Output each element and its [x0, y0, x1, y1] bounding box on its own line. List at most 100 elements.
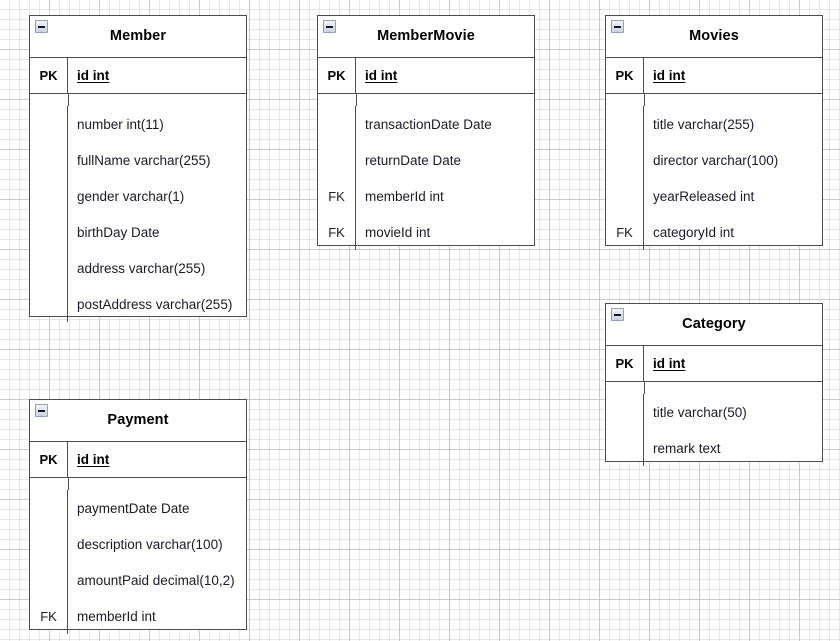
field-key-label	[30, 286, 68, 322]
primary-key-field-member: id int	[68, 58, 246, 93]
field-key-label	[606, 178, 644, 214]
entity-title-bar-membermovie: MemberMovie	[318, 16, 534, 58]
field-name-label: title varchar(50)	[653, 404, 747, 420]
minus-collapse-icon[interactable]	[35, 404, 48, 417]
primary-key-field-text: id int	[365, 68, 398, 83]
field-name-label: returnDate Date	[365, 152, 462, 168]
primary-key-field-text: id int	[653, 356, 686, 371]
field-name-label: transactionDate Date	[365, 116, 492, 132]
field-key-label	[30, 526, 68, 562]
primary-key-field-movies: id int	[644, 58, 822, 93]
minus-collapse-icon[interactable]	[35, 20, 48, 33]
field-row[interactable]: gender varchar(1)	[30, 178, 246, 214]
primary-key-row-category[interactable]: PK id int	[606, 346, 822, 382]
field-row[interactable]: paymentDate Date	[30, 490, 246, 526]
minus-collapse-icon[interactable]	[323, 20, 336, 33]
minus-glyph	[326, 25, 333, 28]
field-row[interactable]: postAddress varchar(255)	[30, 286, 246, 322]
field-key-label	[318, 106, 356, 142]
primary-key-label-category: PK	[606, 346, 644, 381]
field-row[interactable]: birthDay Date	[30, 214, 246, 250]
field-row[interactable]: FK categoryId int	[606, 214, 822, 250]
field-name-label: memberId int	[365, 188, 444, 204]
field-name-label: categoryId int	[653, 224, 735, 240]
field-key-label	[30, 490, 68, 526]
primary-key-row-member[interactable]: PK id int	[30, 58, 246, 94]
field-row[interactable]: FK movieId int	[318, 214, 534, 250]
entity-name-category: Category	[682, 316, 746, 333]
field-key-label	[606, 106, 644, 142]
field-name-label: number int(11)	[77, 116, 164, 132]
field-row[interactable]: returnDate Date	[318, 142, 534, 178]
field-key-label: FK	[318, 178, 356, 214]
field-row[interactable]: amountPaid decimal(10,2)	[30, 562, 246, 598]
field-list-spacer-key	[606, 382, 645, 394]
field-list-spacer-key	[606, 94, 645, 106]
primary-key-label-membermovie: PK	[318, 58, 356, 93]
field-row[interactable]: remark text	[606, 430, 822, 466]
field-row[interactable]: transactionDate Date	[318, 106, 534, 142]
primary-key-field-payment: id int	[68, 442, 246, 477]
field-key-label	[30, 106, 68, 142]
field-key-label: FK	[318, 214, 356, 250]
field-row[interactable]: number int(11)	[30, 106, 246, 142]
field-key-label: FK	[606, 214, 644, 250]
entity-title-bar-category: Category	[606, 304, 822, 346]
primary-key-label-movies: PK	[606, 58, 644, 93]
primary-key-field-category: id int	[644, 346, 822, 381]
field-key-label	[30, 562, 68, 598]
field-list-spacer-key	[318, 94, 357, 106]
primary-key-field-text: id int	[77, 452, 110, 467]
field-row[interactable]: description varchar(100)	[30, 526, 246, 562]
field-list-spacer-name	[645, 94, 822, 106]
field-name-label: title varchar(255)	[653, 116, 755, 132]
field-name-label: description varchar(100)	[77, 536, 223, 552]
field-list-spacer	[606, 94, 822, 106]
field-row[interactable]: title varchar(50)	[606, 394, 822, 430]
field-row[interactable]: address varchar(255)	[30, 250, 246, 286]
entity-title-bar-movies: Movies	[606, 16, 822, 58]
field-row[interactable]: FK memberId int	[318, 178, 534, 214]
primary-key-row-movies[interactable]: PK id int	[606, 58, 822, 94]
field-list-spacer-name	[645, 382, 822, 394]
primary-key-field-membermovie: id int	[356, 58, 534, 93]
field-key-label	[606, 394, 644, 430]
entity-name-payment: Payment	[107, 412, 169, 429]
minus-glyph	[38, 25, 45, 28]
field-list-spacer	[318, 94, 534, 106]
field-key-label	[606, 142, 644, 178]
field-key-label	[30, 178, 68, 214]
minus-collapse-icon[interactable]	[611, 20, 624, 33]
field-name-label: remark text	[653, 440, 721, 456]
field-row[interactable]: fullName varchar(255)	[30, 142, 246, 178]
primary-key-field-text: id int	[77, 68, 110, 83]
field-key-label	[30, 214, 68, 250]
field-name-label: address varchar(255)	[77, 260, 206, 276]
minus-glyph	[614, 313, 621, 316]
primary-key-label-member: PK	[30, 58, 68, 93]
field-name-label: birthDay Date	[77, 224, 160, 240]
minus-glyph	[614, 25, 621, 28]
field-row[interactable]: yearReleased int	[606, 178, 822, 214]
field-row[interactable]: director varchar(100)	[606, 142, 822, 178]
primary-key-row-membermovie[interactable]: PK id int	[318, 58, 534, 94]
field-name-label: yearReleased int	[653, 188, 755, 204]
field-list-spacer-name	[69, 478, 246, 490]
field-key-label: FK	[30, 598, 68, 634]
field-name-label: paymentDate Date	[77, 500, 190, 516]
primary-key-field-text: id int	[653, 68, 686, 83]
entity-name-member: Member	[109, 28, 167, 45]
entity-name-membermovie: MemberMovie	[377, 28, 475, 45]
field-list-spacer	[606, 382, 822, 394]
field-name-label: movieId int	[365, 224, 431, 240]
minus-collapse-icon[interactable]	[611, 308, 624, 321]
entity-title-bar-member: Member	[30, 16, 246, 58]
field-row[interactable]: title varchar(255)	[606, 106, 822, 142]
